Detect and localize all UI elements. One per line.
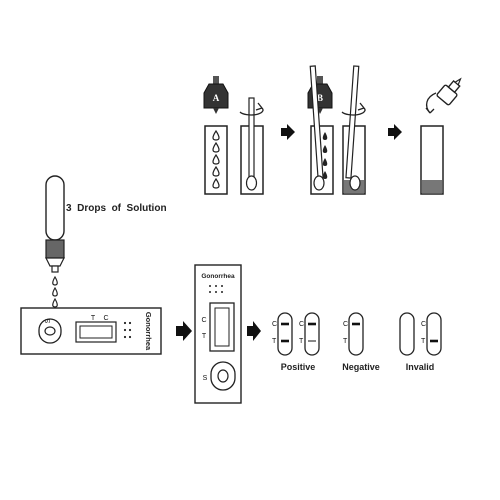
step-4-swab-mix bbox=[341, 65, 366, 195]
step-1-reagent-a: A bbox=[203, 76, 229, 195]
tube-with-drops bbox=[204, 125, 228, 195]
bottle-a: A bbox=[203, 76, 229, 114]
cassette-side-product-name: Gonorrhea bbox=[144, 312, 153, 351]
step-3-reagent-b: B bbox=[307, 65, 334, 195]
result-t-letter: T bbox=[299, 338, 304, 345]
bottle-a-letter: A bbox=[213, 93, 220, 103]
cassette-side-view: S T C Gonorrhea bbox=[20, 307, 162, 355]
test-line-letter: T bbox=[202, 333, 207, 340]
test-line-letter: T bbox=[91, 315, 96, 322]
results-positive: C T C T Positive bbox=[272, 312, 320, 372]
result-t-letter: T bbox=[343, 338, 348, 345]
drop-icons bbox=[212, 129, 220, 189]
rotate-arrow-icon bbox=[341, 107, 366, 116]
result-t-letter: T bbox=[421, 338, 426, 345]
negative-label: Negative bbox=[342, 362, 380, 372]
dropper-cap-icon bbox=[436, 77, 462, 106]
cassette-front-view: Gonorrhea C T S bbox=[194, 264, 242, 404]
result-c-letter: C bbox=[421, 321, 426, 328]
bottle-b-letter: B bbox=[317, 93, 323, 103]
result-t-letter: T bbox=[272, 338, 277, 345]
dispense-tube bbox=[45, 175, 65, 273]
control-line-letter: C bbox=[103, 315, 108, 322]
step-2-swab-rotate bbox=[239, 97, 264, 195]
results-invalid: C T Invalid bbox=[399, 312, 442, 372]
results-negative: C T Negative bbox=[342, 312, 380, 372]
positive-label: Positive bbox=[281, 362, 316, 372]
control-line-letter: C bbox=[201, 317, 206, 324]
arrow-right-icon bbox=[388, 124, 402, 140]
result-window bbox=[348, 312, 364, 356]
result-window bbox=[399, 312, 415, 356]
rotate-arrow-icon bbox=[239, 107, 264, 116]
invalid-label: Invalid bbox=[406, 362, 435, 372]
sample-well-letter: S bbox=[203, 375, 208, 382]
sample-well-letter: S bbox=[45, 318, 52, 323]
result-window bbox=[304, 312, 320, 356]
dot-grid bbox=[209, 285, 223, 293]
drop-icons bbox=[322, 132, 328, 179]
result-c-letter: C bbox=[272, 321, 277, 328]
drops-instruction: 3 Drops of Solution bbox=[66, 203, 167, 214]
arrow-right-icon bbox=[281, 124, 295, 140]
dot-grid bbox=[123, 321, 132, 339]
result-c-letter: C bbox=[299, 321, 304, 328]
arrow-right-icon bbox=[176, 321, 192, 341]
result-c-letter: C bbox=[343, 321, 348, 328]
cassette-front-product-name: Gonorrhea bbox=[201, 273, 235, 280]
drop-icons bbox=[52, 275, 58, 308]
result-window bbox=[426, 312, 442, 356]
arrow-right-icon bbox=[247, 321, 261, 341]
result-window bbox=[277, 312, 293, 356]
step-5-cap-tube bbox=[420, 77, 462, 195]
